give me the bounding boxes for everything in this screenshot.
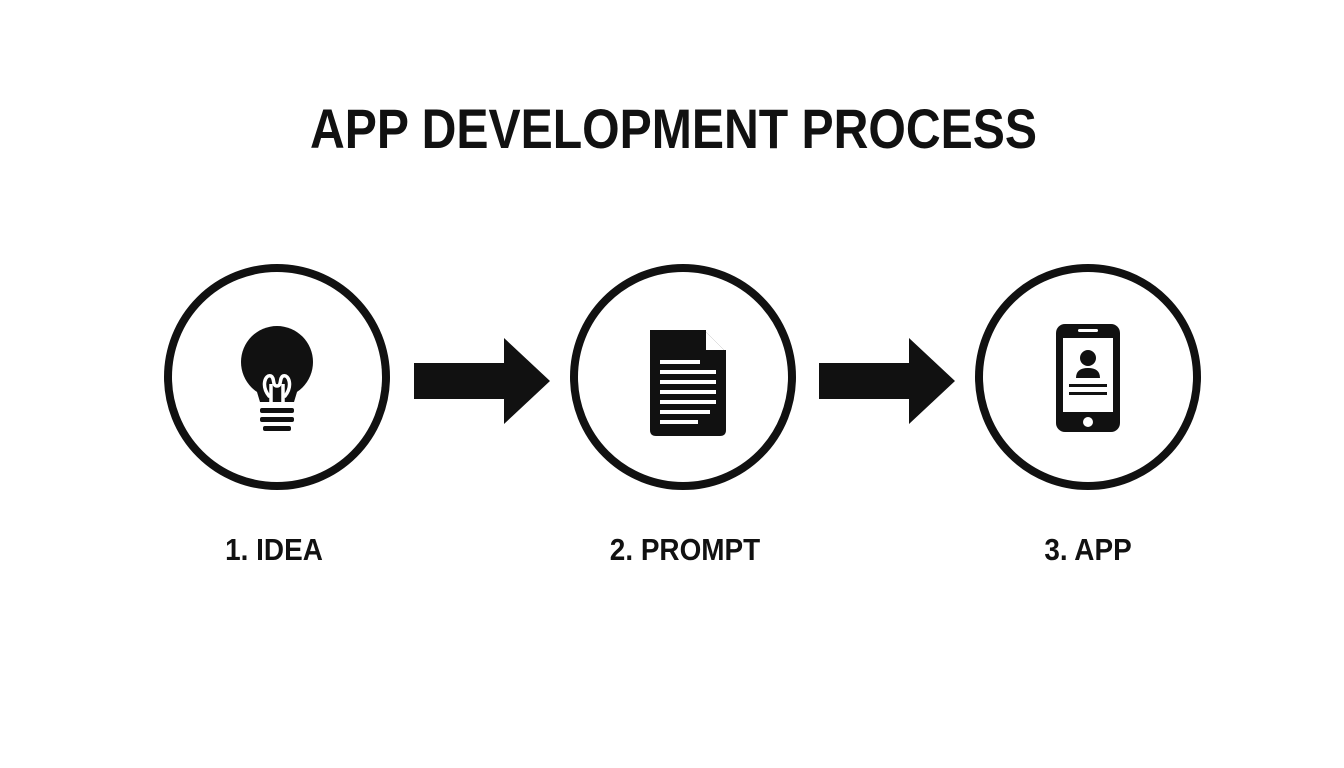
step-label-idea: 1. IDEA [225, 532, 323, 567]
arrow-right-icon [819, 338, 955, 424]
step-label-app: 3. APP [1044, 532, 1132, 567]
step-prompt-circle [570, 264, 796, 490]
page-title: APP DEVELOPMENT PROCESS [310, 97, 1038, 160]
document-icon [650, 330, 726, 436]
step-label-prompt: 2. PROMPT [609, 532, 761, 567]
step-app-circle [975, 264, 1201, 490]
smartphone-icon [1056, 324, 1120, 432]
arrow-right-icon [414, 338, 550, 424]
lightbulb-icon [241, 326, 313, 431]
step-idea-circle [164, 264, 390, 490]
